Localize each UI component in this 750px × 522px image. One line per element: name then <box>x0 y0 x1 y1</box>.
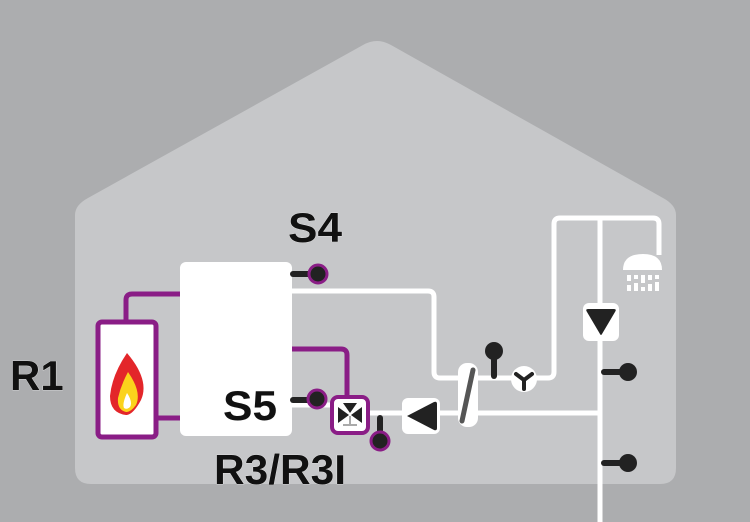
label-r1: R1 <box>10 352 64 399</box>
three-way-valve-icon <box>338 403 362 426</box>
label-s4: S4 <box>288 204 343 251</box>
pump-left-icon <box>407 401 437 431</box>
shower-icon[interactable] <box>623 254 662 291</box>
sensor-s4[interactable] <box>290 263 329 285</box>
heat-exchanger[interactable] <box>458 363 478 427</box>
riser-pump[interactable] <box>583 303 619 341</box>
riser-sensor-upper[interactable] <box>601 363 637 381</box>
label-s5: S5 <box>223 382 277 429</box>
flame-icon <box>110 353 144 415</box>
boiler[interactable] <box>95 319 159 440</box>
pump-down-icon <box>586 309 616 335</box>
mixer-sensor[interactable] <box>485 342 503 379</box>
heat-exchanger-icon <box>459 367 476 424</box>
sensor-s5[interactable] <box>290 388 328 410</box>
boiler-pipes <box>123 291 350 421</box>
valve-sensor[interactable] <box>369 415 391 452</box>
label-r3-r3i: R3/R3I <box>214 446 346 493</box>
mixer-y-icon <box>514 372 534 391</box>
riser-sensor-lower[interactable] <box>601 454 637 472</box>
thermostatic-mixer[interactable] <box>511 366 537 392</box>
mixing-valve[interactable] <box>330 395 370 435</box>
circulation-pump[interactable] <box>402 398 440 434</box>
storage-tank[interactable] <box>180 262 292 436</box>
